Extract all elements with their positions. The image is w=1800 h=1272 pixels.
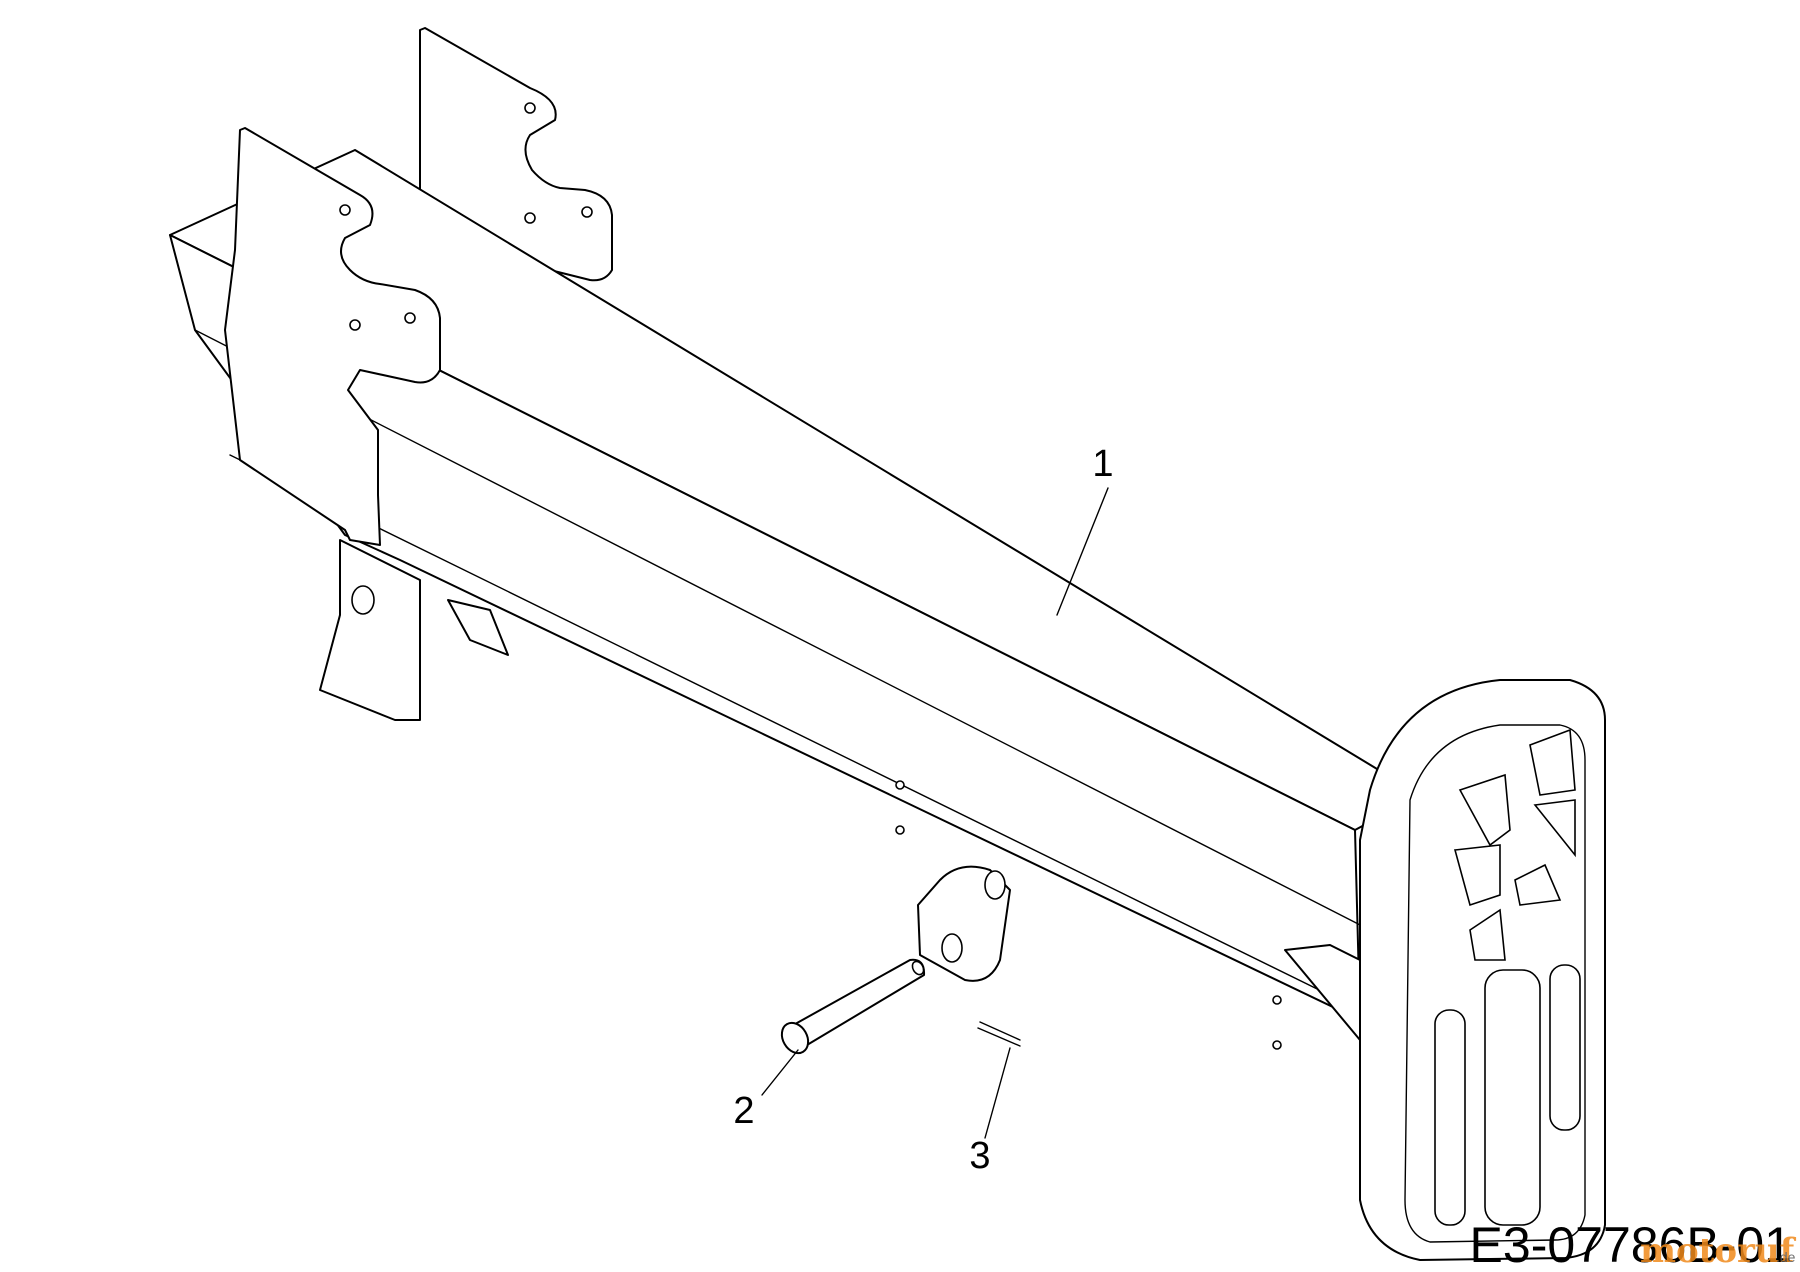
callout-3: 3	[969, 1135, 990, 1177]
diagram-code: E3-07786B-01	[1470, 1217, 1792, 1272]
leader-line-3	[984, 1047, 1011, 1139]
clevis-pin	[780, 958, 926, 1055]
cotter-pin	[977, 1021, 1021, 1047]
leader-line-1	[1056, 487, 1109, 616]
watermark-logo: motoruf .de	[1640, 1231, 1797, 1271]
leader-line-2	[761, 1049, 799, 1096]
watermark-suffix: .de	[1776, 1249, 1796, 1265]
main-beam	[169, 27, 1606, 1261]
callout-2: 2	[733, 1090, 754, 1132]
watermark-text: motoruf	[1640, 1231, 1797, 1271]
callout-1: 1	[1092, 443, 1113, 485]
